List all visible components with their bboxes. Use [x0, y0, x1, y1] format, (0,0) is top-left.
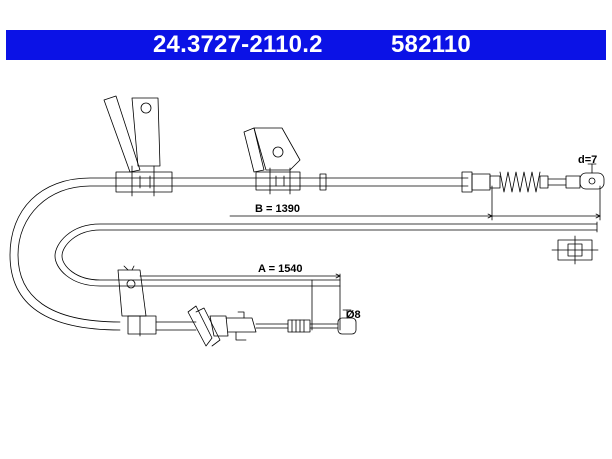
- dimension-a: [139, 273, 341, 279]
- title-bar: 24.3727-2110.2 582110: [6, 30, 606, 60]
- lower-end-fitting: [155, 305, 357, 347]
- mounting-bracket-bottom: [117, 265, 157, 337]
- diameter-8-label: Ø8: [346, 309, 361, 321]
- diameter-d-label: d=7: [578, 154, 597, 166]
- dimension-b: [229, 185, 601, 221]
- part-number: 24.3727-2110.2: [153, 31, 323, 58]
- dimension-b-loop: [54, 221, 598, 331]
- right-end-fitting: [461, 163, 605, 193]
- mounting-bracket-top-left: [103, 95, 173, 197]
- cable-clip: [319, 173, 327, 191]
- reference-number: 582110: [391, 31, 471, 58]
- end-view-detail: [551, 235, 599, 265]
- dimension-b-label: B = 1390: [255, 203, 300, 215]
- dimension-a-label: A = 1540: [258, 263, 303, 275]
- mounting-bracket-top-right: [243, 127, 301, 195]
- cable-sheath: [9, 177, 469, 331]
